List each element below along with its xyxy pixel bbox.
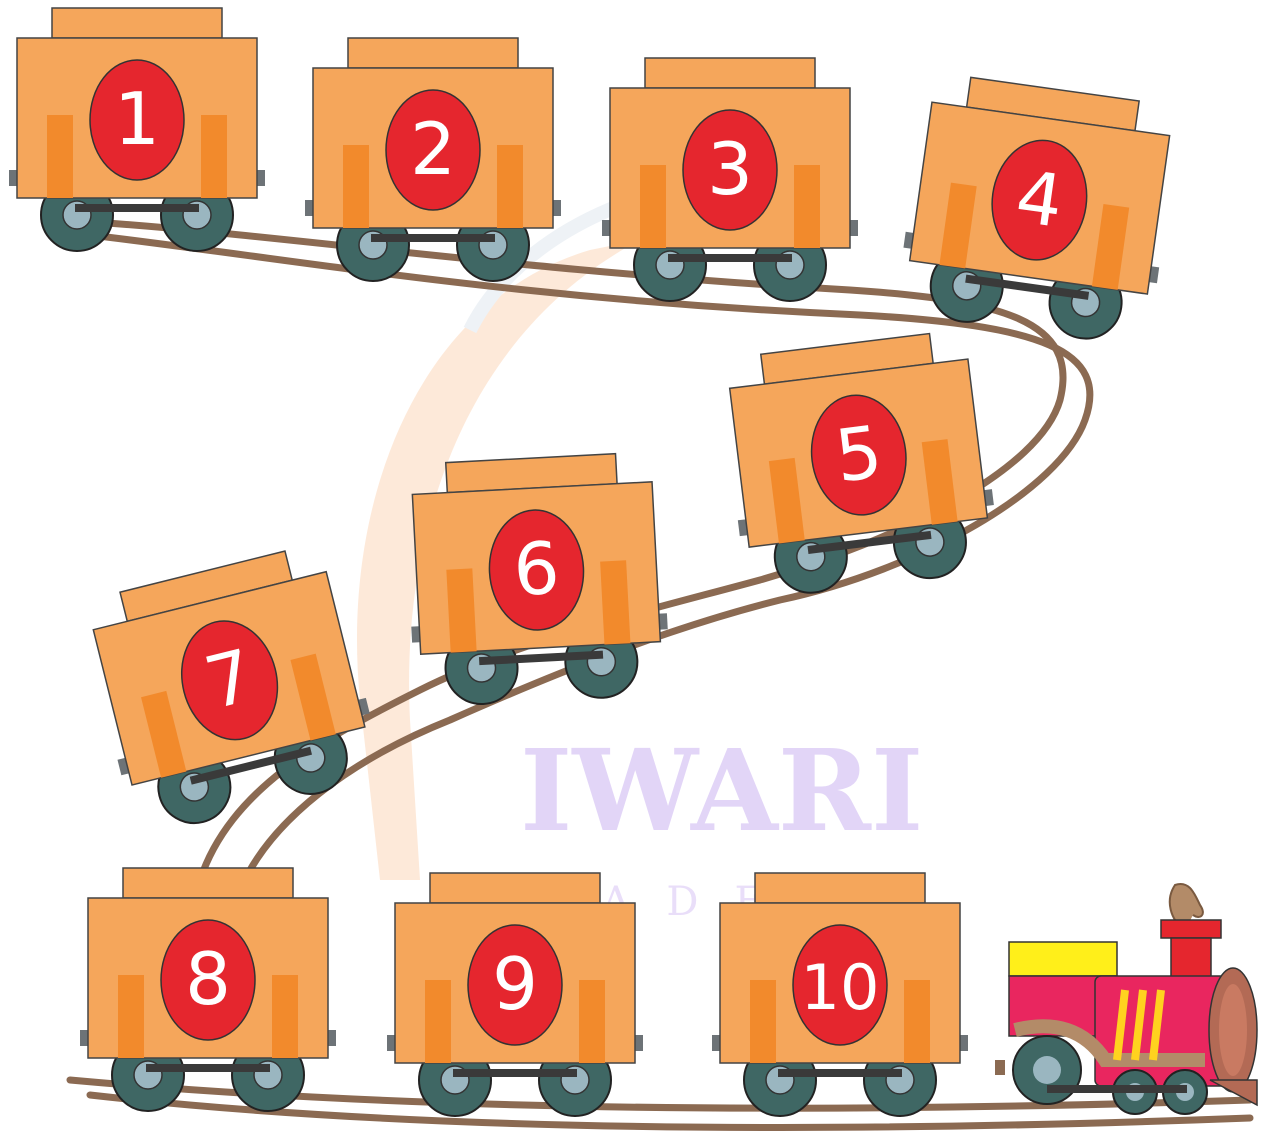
- wagon-6: 6: [411, 452, 668, 706]
- wagon-3: 3: [602, 57, 858, 302]
- wagon-4: 4: [903, 76, 1171, 340]
- wagon-roof: [122, 867, 294, 899]
- wagon-number: 1: [114, 77, 160, 161]
- wagon-number: 6: [511, 526, 561, 612]
- wagon-number: 2: [410, 107, 456, 191]
- watermark-line1: IWARI: [520, 726, 923, 857]
- number-badge: [682, 109, 778, 231]
- number-badge: [810, 394, 907, 516]
- locomotive-icon: [995, 883, 1258, 1115]
- engine-trim: [1013, 1019, 1205, 1067]
- wagon-5: 5: [728, 332, 994, 594]
- wagon-1: 1: [9, 7, 265, 252]
- wagon-group: 1 2 3 45 6 7 8 9 10: [9, 7, 1171, 1117]
- engine-chimney: [1160, 919, 1222, 939]
- train-track: [56, 216, 1254, 1131]
- number-badge: [467, 924, 563, 1046]
- wagon-2: 2: [305, 37, 561, 282]
- wagon-roof: [644, 57, 816, 89]
- wagon-number: 5: [831, 410, 887, 499]
- number-badge: [991, 139, 1088, 261]
- wagon-8: 8: [80, 867, 336, 1112]
- number-badge: [89, 59, 185, 181]
- number-badge: [792, 924, 888, 1046]
- wagon-roof: [347, 37, 519, 69]
- wagon-roof: [754, 872, 926, 904]
- engine-cowcatcher: [1209, 1079, 1258, 1107]
- engine-stripes: [1113, 989, 1165, 1061]
- wagon-roof: [429, 872, 601, 904]
- wagon-number: 10: [801, 951, 880, 1024]
- number-badge: [180, 620, 279, 741]
- number-badge: [160, 919, 256, 1041]
- number-badge: [385, 89, 481, 211]
- wagon-number: 3: [707, 127, 753, 211]
- wagon-number: 8: [185, 937, 231, 1021]
- engine-cab-roof: [1008, 941, 1118, 977]
- watermark-swoosh: [356, 240, 640, 880]
- number-badge: [488, 509, 585, 631]
- wagon-number: 9: [492, 942, 538, 1026]
- wagon-7: 7: [92, 550, 370, 824]
- wagon-9: 9: [387, 872, 643, 1117]
- engine-smoke: [1168, 883, 1204, 931]
- wagon-10: 10: [712, 872, 968, 1117]
- wagon-roof: [51, 7, 223, 39]
